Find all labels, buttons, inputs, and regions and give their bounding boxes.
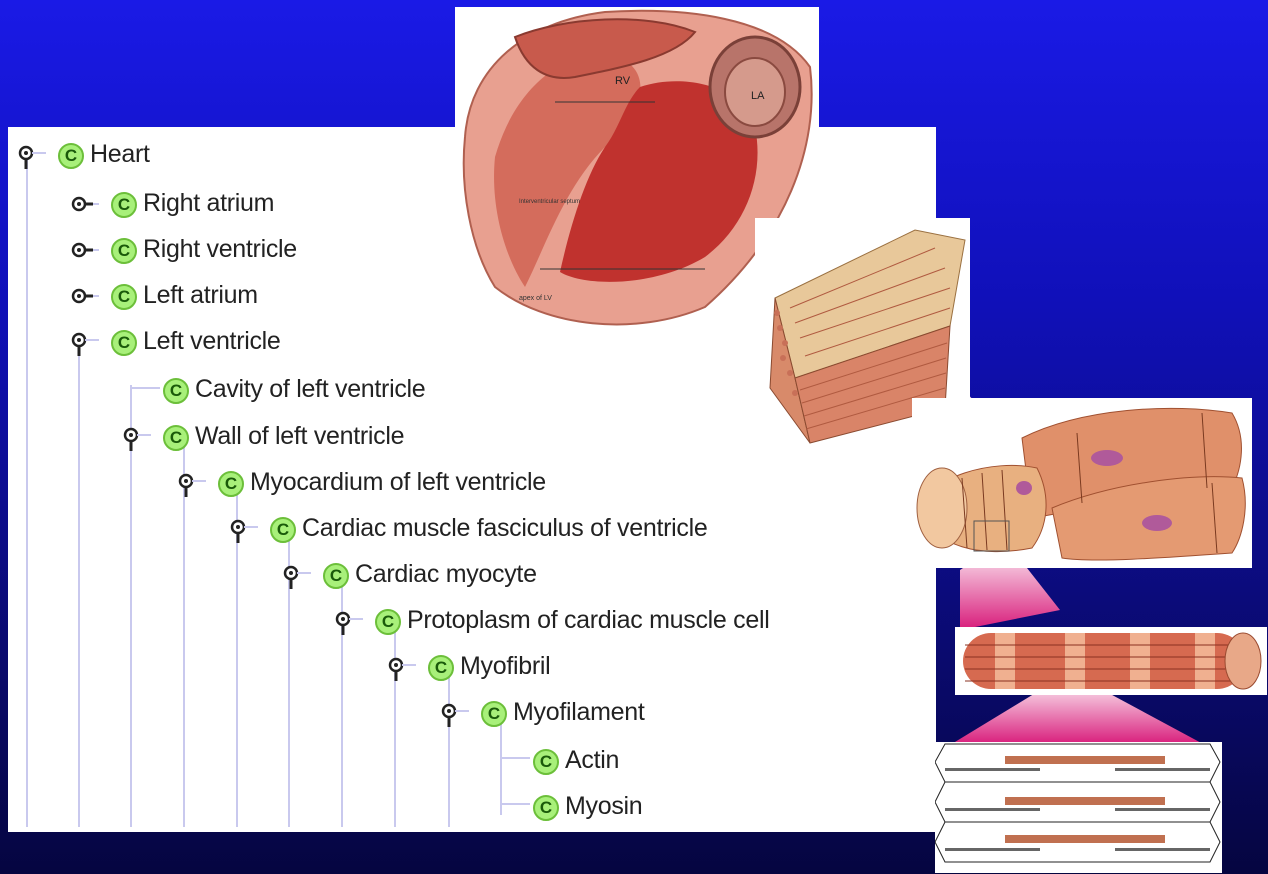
expand-toggle-closed-icon[interactable]	[71, 240, 101, 265]
class-c-icon: C	[218, 471, 244, 497]
class-c-icon: C	[428, 655, 454, 681]
class-c-icon: C	[533, 749, 559, 775]
class-c-icon: C	[270, 517, 296, 543]
heart-label-septum: Interventricular septum	[519, 199, 580, 205]
heart-label-la: LA	[751, 90, 765, 102]
heart-label-rv: RV	[615, 75, 631, 87]
tree-node-label[interactable]: Myofibril	[460, 652, 550, 681]
tree-node-label[interactable]: Cardiac muscle fasciculus of ventricle	[302, 514, 707, 543]
class-c-icon: C	[375, 609, 401, 635]
tree-guide-line	[394, 625, 396, 827]
class-c-icon: C	[163, 378, 189, 404]
expand-toggle-open-icon[interactable]	[18, 145, 48, 176]
tree-node-label[interactable]: Wall of left ventricle	[195, 422, 404, 451]
expand-toggle-open-icon[interactable]	[388, 657, 418, 688]
tree-node-label[interactable]: Heart	[90, 140, 150, 169]
class-c-icon: C	[111, 238, 137, 264]
cardiac-myocyte-image	[912, 398, 1252, 568]
expand-toggle-open-icon[interactable]	[178, 473, 208, 504]
tree-node-label[interactable]: Cardiac myocyte	[355, 560, 537, 589]
tree-node-label[interactable]: Protoplasm of cardiac muscle cell	[407, 606, 769, 635]
expand-toggle-open-icon[interactable]	[230, 519, 260, 550]
tree-node-label[interactable]: Myocardium of left ventricle	[250, 468, 546, 497]
class-c-icon: C	[111, 192, 137, 218]
class-c-icon: C	[163, 425, 189, 451]
tree-guide-line	[448, 672, 450, 827]
tree-node-label[interactable]: Myosin	[565, 792, 642, 821]
class-c-icon: C	[111, 330, 137, 356]
class-c-icon: C	[58, 143, 84, 169]
tree-node-label[interactable]: Left ventricle	[143, 327, 281, 356]
myofibril-image	[955, 627, 1267, 695]
expand-toggle-open-icon[interactable]	[441, 703, 471, 734]
expand-toggle-closed-icon[interactable]	[71, 286, 101, 311]
tree-node-label[interactable]: Right atrium	[143, 189, 274, 218]
tree-branch-line	[500, 757, 530, 759]
class-c-icon: C	[481, 701, 507, 727]
class-c-icon: C	[111, 284, 137, 310]
expand-toggle-open-icon[interactable]	[123, 427, 153, 458]
heart-label-apex: apex of LV	[519, 295, 552, 302]
tree-guide-line	[26, 157, 28, 827]
tree-branch-line	[130, 387, 160, 389]
class-c-icon: C	[533, 795, 559, 821]
tree-node-label[interactable]: Right ventricle	[143, 235, 297, 264]
class-c-icon: C	[323, 563, 349, 589]
tree-node-label[interactable]: Cavity of left ventricle	[195, 375, 425, 404]
tree-node-label[interactable]: Actin	[565, 746, 619, 775]
expand-toggle-closed-icon[interactable]	[71, 194, 101, 219]
expand-toggle-open-icon[interactable]	[283, 565, 313, 596]
expand-toggle-open-icon[interactable]	[335, 611, 365, 642]
expand-toggle-open-icon[interactable]	[71, 332, 101, 363]
tree-node-label[interactable]: Left atrium	[143, 281, 258, 310]
tree-node-label[interactable]: Myofilament	[513, 698, 644, 727]
tree-guide-line	[78, 347, 80, 827]
tree-guide-line	[500, 719, 502, 815]
tree-branch-line	[500, 803, 530, 805]
myofilament-image	[935, 742, 1222, 873]
